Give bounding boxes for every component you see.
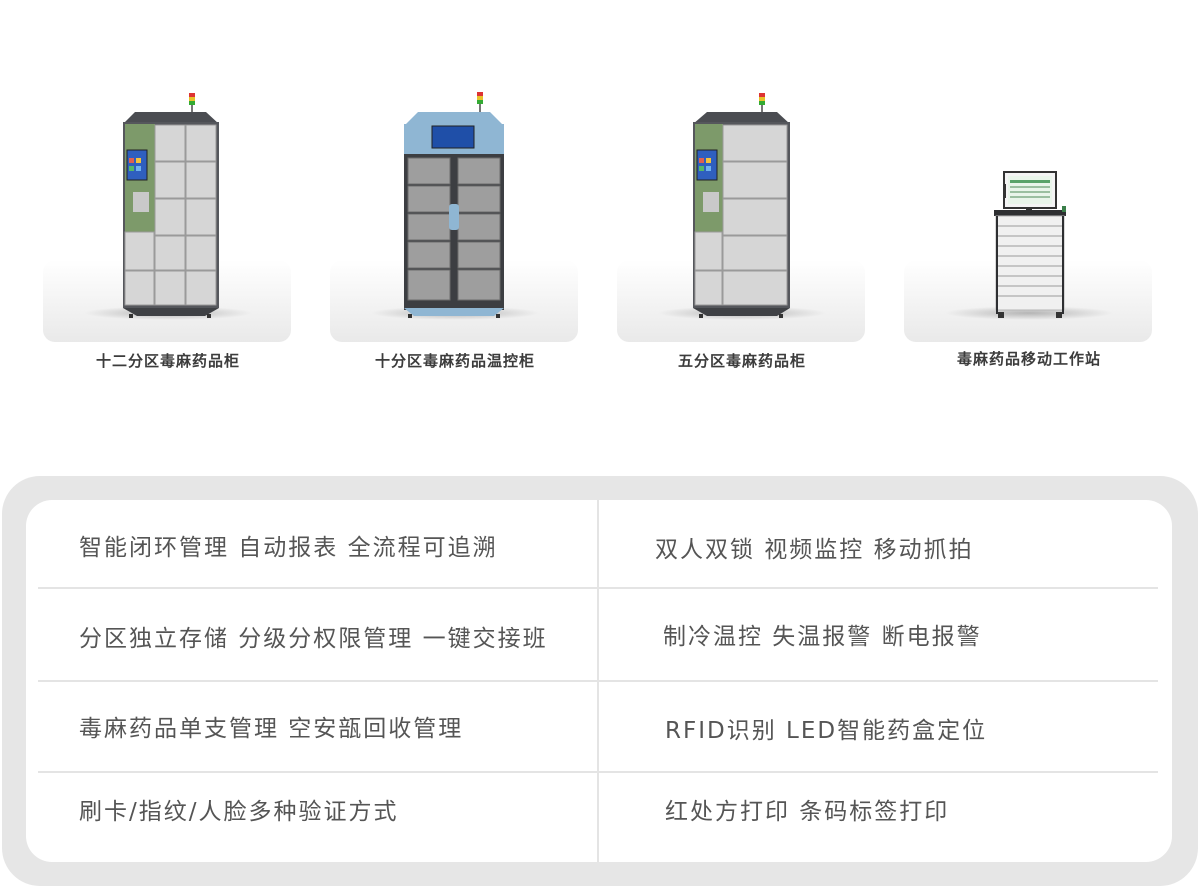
ten-zone-temperature-cabinet-icon bbox=[404, 92, 504, 318]
feature-text: 制冷温控 失温报警 断电报警 bbox=[663, 624, 982, 650]
product-label: 五分区毒麻药品柜 bbox=[677, 352, 806, 370]
feature-text: 分区独立存储 分级分权限管理 一键交接班 bbox=[79, 626, 548, 652]
twelve-zone-cabinet-icon bbox=[123, 93, 219, 318]
mobile-workstation-icon bbox=[994, 171, 1066, 318]
feature-text: 智能闭环管理 自动报表 全流程可追溯 bbox=[79, 535, 498, 561]
row-divider bbox=[38, 587, 1158, 589]
five-zone-cabinet-icon bbox=[693, 93, 790, 318]
feature-text: 毒麻药品单支管理 空安瓿回收管理 bbox=[79, 716, 464, 742]
product-label: 毒麻药品移动工作站 bbox=[956, 350, 1101, 368]
feature-text: 刷卡/指纹/人脸多种验证方式 bbox=[79, 799, 399, 825]
product-label: 十分区毒麻药品温控柜 bbox=[374, 352, 535, 370]
feature-text: 双人双锁 视频监控 移动抓拍 bbox=[655, 537, 974, 563]
feature-text: 红处方打印 条码标签打印 bbox=[665, 799, 950, 825]
feature-text: RFID识别 LED智能药盒定位 bbox=[665, 718, 988, 744]
product-label: 十二分区毒麻药品柜 bbox=[95, 352, 240, 370]
row-divider bbox=[38, 680, 1158, 682]
row-divider bbox=[38, 771, 1158, 773]
